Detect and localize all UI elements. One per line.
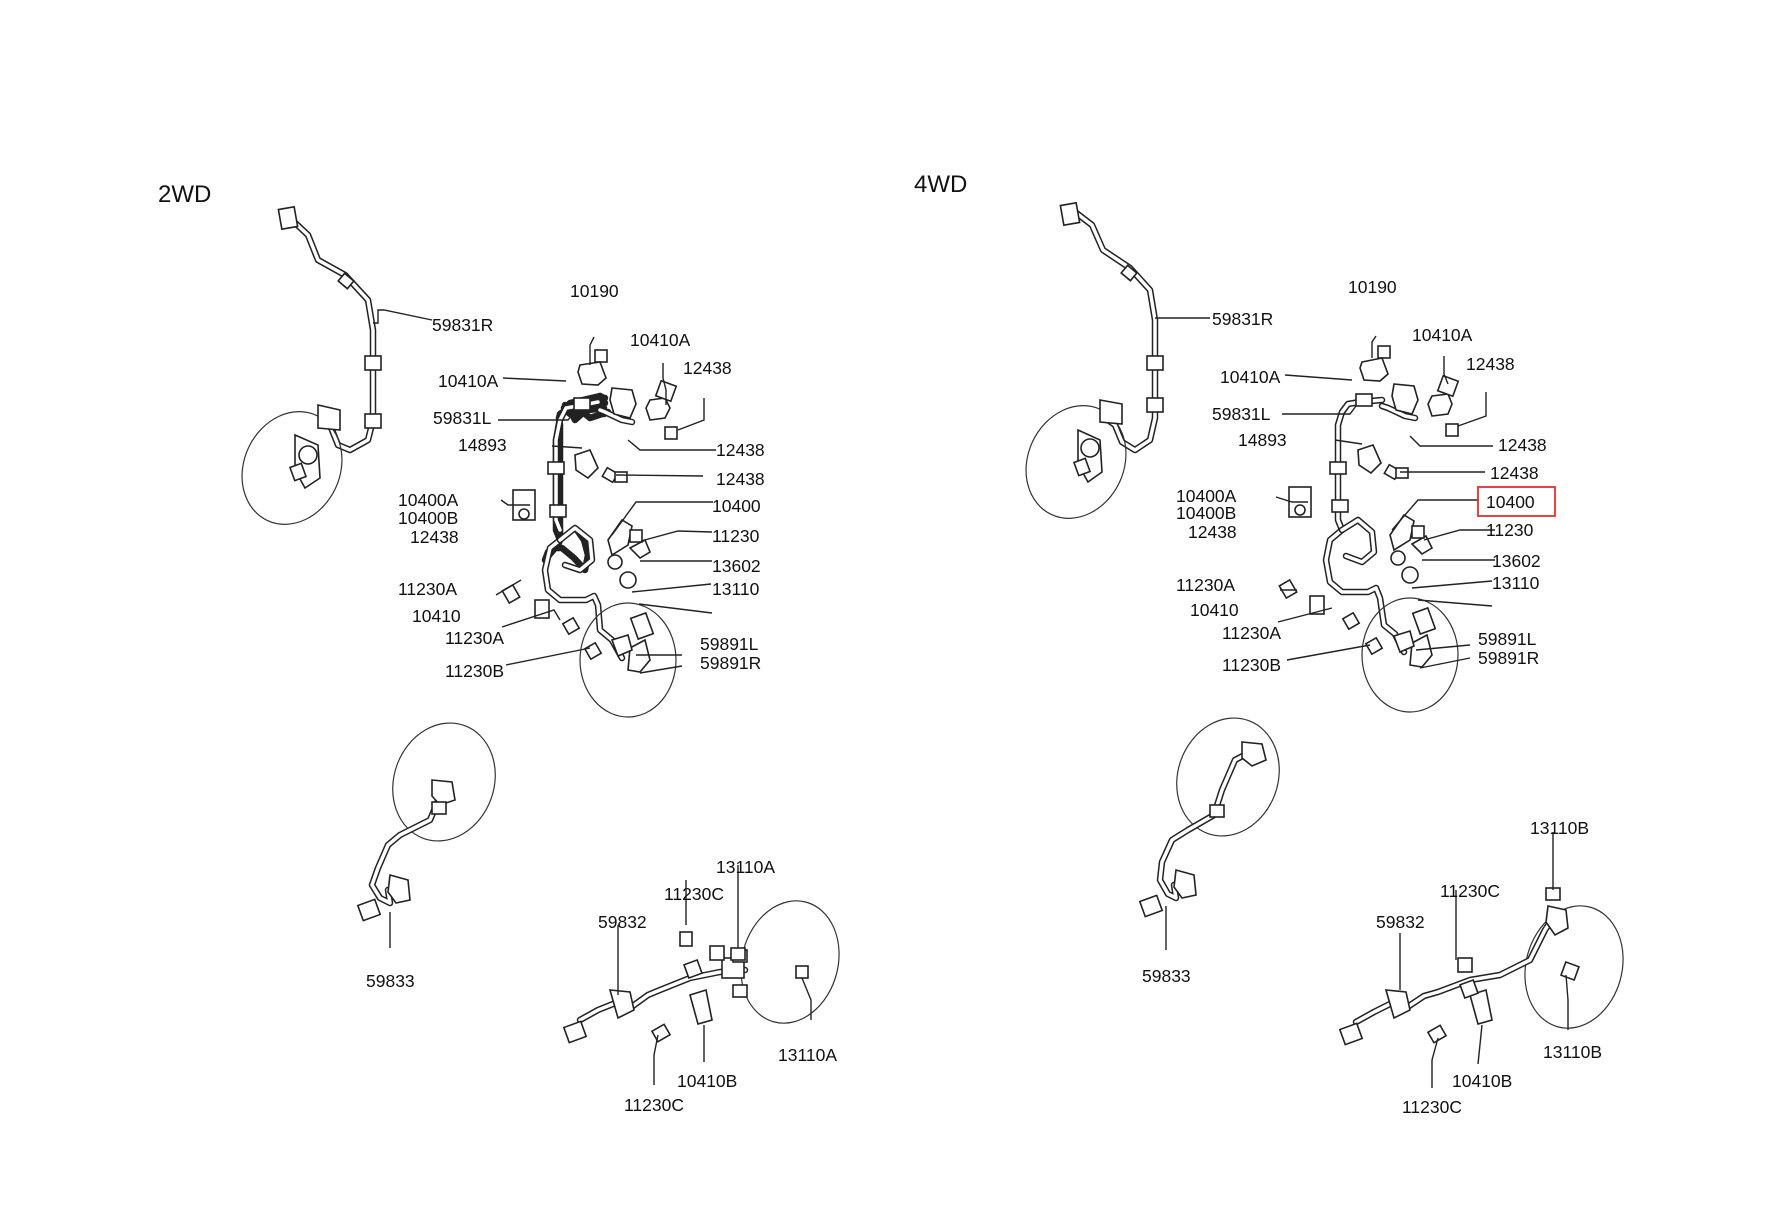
label-12438-b-2wd: 12438 (716, 440, 765, 460)
label-10410a-left-2wd: 10410A (438, 371, 499, 391)
label-12438-a-4wd: 12438 (1466, 354, 1515, 374)
label-59833-4wd: 59833 (1142, 966, 1191, 986)
label-13602-4wd: 13602 (1492, 551, 1541, 571)
label-11230c-top-2wd: 11230C (664, 884, 724, 904)
label-10410b-2wd: 10410B (677, 1071, 737, 1091)
label-59831r-2wd: 59831R (432, 315, 493, 335)
label-11230a-b-4wd: 11230A (1222, 623, 1281, 643)
highlight-box-10400-4wd (1477, 486, 1556, 517)
label-11230a-a-4wd: 11230A (1176, 575, 1235, 595)
sensor-59833-2wd (356, 722, 496, 922)
label-13110a-top-2wd: 13110A (716, 857, 775, 877)
label-11230b-2wd: 11230B (445, 661, 504, 681)
label-13110b-bottom-4wd: 13110B (1543, 1042, 1602, 1062)
label-10190-2wd: 10190 (570, 281, 619, 301)
label-13110-2wd: 13110 (712, 579, 760, 599)
label-10400b-4wd: 10400B (1176, 503, 1236, 523)
label-13110-4wd: 13110 (1492, 573, 1540, 593)
label-59831l-4wd: 59831L (1212, 404, 1271, 424)
label-11230a-b-2wd: 11230A (445, 628, 504, 648)
panel-2wd: 2WD (158, 181, 840, 1115)
label-59833-2wd: 59833 (366, 971, 415, 991)
label-10400b-2wd: 10400B (398, 508, 458, 528)
label-59891l-2wd: 59891L (700, 634, 759, 654)
label-10410a-left-4wd: 10410A (1220, 367, 1281, 387)
hose-59831l-4wd (1278, 345, 1460, 713)
sensor-59832-4wd (1338, 887, 1624, 1046)
label-11230a-a-2wd: 11230A (398, 579, 457, 599)
label-13110a-bottom-2wd: 13110A (778, 1045, 837, 1065)
label-10410-2wd: 10410 (412, 606, 461, 626)
label-10410-4wd: 10410 (1190, 600, 1239, 620)
leaders-2wd (373, 309, 812, 1085)
label-59891r-2wd: 59891R (700, 653, 761, 673)
panel-title-4wd: 4WD (914, 171, 967, 198)
label-10400-4wd: 10400 (1486, 492, 1535, 512)
label-11230-2wd: 11230 (712, 526, 760, 546)
hose-59831r-4wd (1025, 201, 1164, 519)
hose-59831r-2wd (241, 205, 382, 525)
label-59891l-4wd: 59891L (1478, 629, 1537, 649)
label-12438-a-2wd: 12438 (683, 358, 732, 378)
label-11230c-bottom-4wd: 11230C (1402, 1097, 1462, 1117)
label-59831r-4wd: 59831R (1212, 309, 1273, 329)
label-59891r-4wd: 59891R (1478, 648, 1539, 668)
label-10410a-top-2wd: 10410A (630, 330, 691, 350)
label-10400-2wd: 10400 (712, 496, 761, 516)
label-14893-2wd: 14893 (458, 435, 507, 455)
labels-2wd: 59831R 10190 10410A 10410A 12438 59831L … (366, 281, 837, 1115)
label-10400a-2wd: 10400A (398, 490, 459, 510)
label-59831l-2wd: 59831L (433, 408, 492, 428)
label-11230c-bottom-2wd: 11230C (624, 1095, 684, 1115)
label-59832-2wd: 59832 (598, 912, 647, 932)
label-11230b-4wd: 11230B (1222, 655, 1281, 675)
label-13110b-top-4wd: 13110B (1530, 818, 1589, 838)
label-11230c-top-4wd: 11230C (1440, 881, 1500, 901)
panel-title-2wd: 2WD (158, 181, 211, 208)
label-10400a-4wd: 10400A (1176, 486, 1237, 506)
label-13602-2wd: 13602 (712, 556, 761, 576)
label-59832-4wd: 59832 (1376, 912, 1425, 932)
label-10410b-4wd: 10410B (1452, 1071, 1512, 1091)
label-10410a-top-4wd: 10410A (1412, 325, 1473, 345)
labels-4wd: 59831R 10190 10410A 10410A 12438 59831L … (1142, 277, 1602, 1117)
panel-4wd: 4WD (914, 171, 1624, 1117)
sensor-59833-4wd (1138, 717, 1280, 918)
label-10190-4wd: 10190 (1348, 277, 1397, 297)
label-11230-4wd: 11230 (1486, 520, 1534, 540)
hose-59831l-2wd (501, 349, 678, 718)
label-12438-d-4wd: 12438 (1188, 522, 1237, 542)
label-12438-b-4wd: 12438 (1498, 435, 1547, 455)
label-14893-4wd: 14893 (1238, 430, 1287, 450)
label-12438-d-2wd: 12438 (410, 527, 459, 547)
label-12438-c-4wd: 12438 (1490, 463, 1539, 483)
sensor-59832-2wd (562, 900, 840, 1044)
leaders-4wd (1155, 317, 1569, 1088)
label-12438-c-2wd: 12438 (716, 469, 765, 489)
